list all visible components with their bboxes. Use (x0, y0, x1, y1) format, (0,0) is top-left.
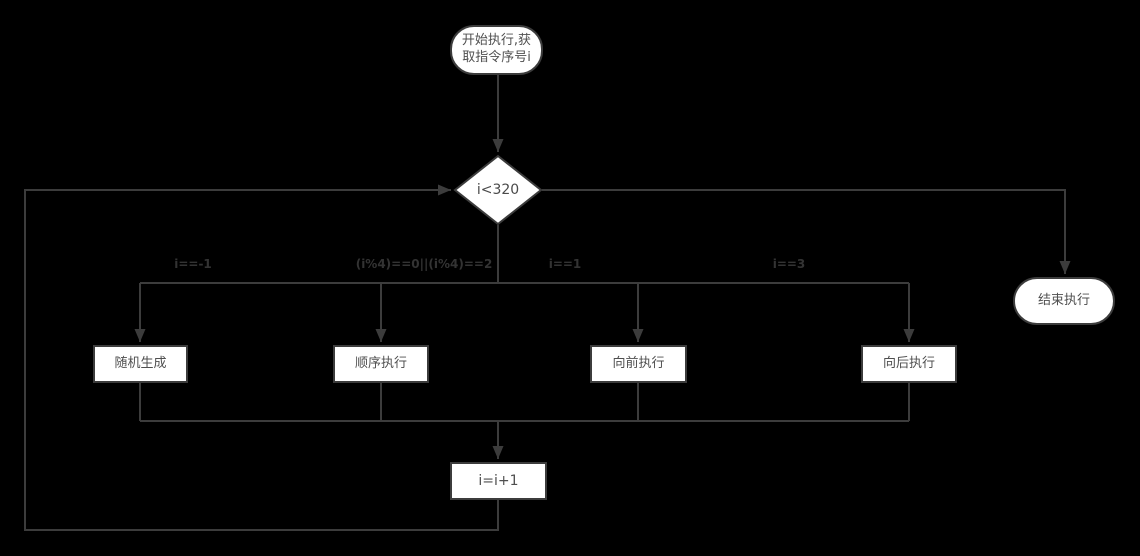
edge-condition-to-end (542, 189, 1071, 274)
edge-label-to-backward: i==3 (772, 257, 806, 271)
increment-node[interactable]: i=i+1 (450, 462, 547, 500)
random-node[interactable]: 随机生成 (93, 345, 188, 383)
sequential-node[interactable]: 顺序执行 (333, 345, 429, 383)
backward-node[interactable]: 向后执行 (861, 345, 957, 383)
edge-increment-loopback (24, 184, 499, 531)
end-node[interactable]: 结束执行 (1013, 277, 1115, 325)
start-node[interactable]: 开始执行,获取指令序号i (450, 25, 543, 75)
condition-node-shape[interactable] (453, 154, 543, 226)
edge-label-to-sequential: (i%4)==0||(i%4)==2 (355, 257, 493, 271)
edge-label-to-forward: i==1 (548, 257, 582, 271)
forward-node[interactable]: 向前执行 (590, 345, 687, 383)
condition-node-label: i<320 (476, 182, 520, 198)
edge-label-to-random: i==-1 (174, 257, 212, 271)
